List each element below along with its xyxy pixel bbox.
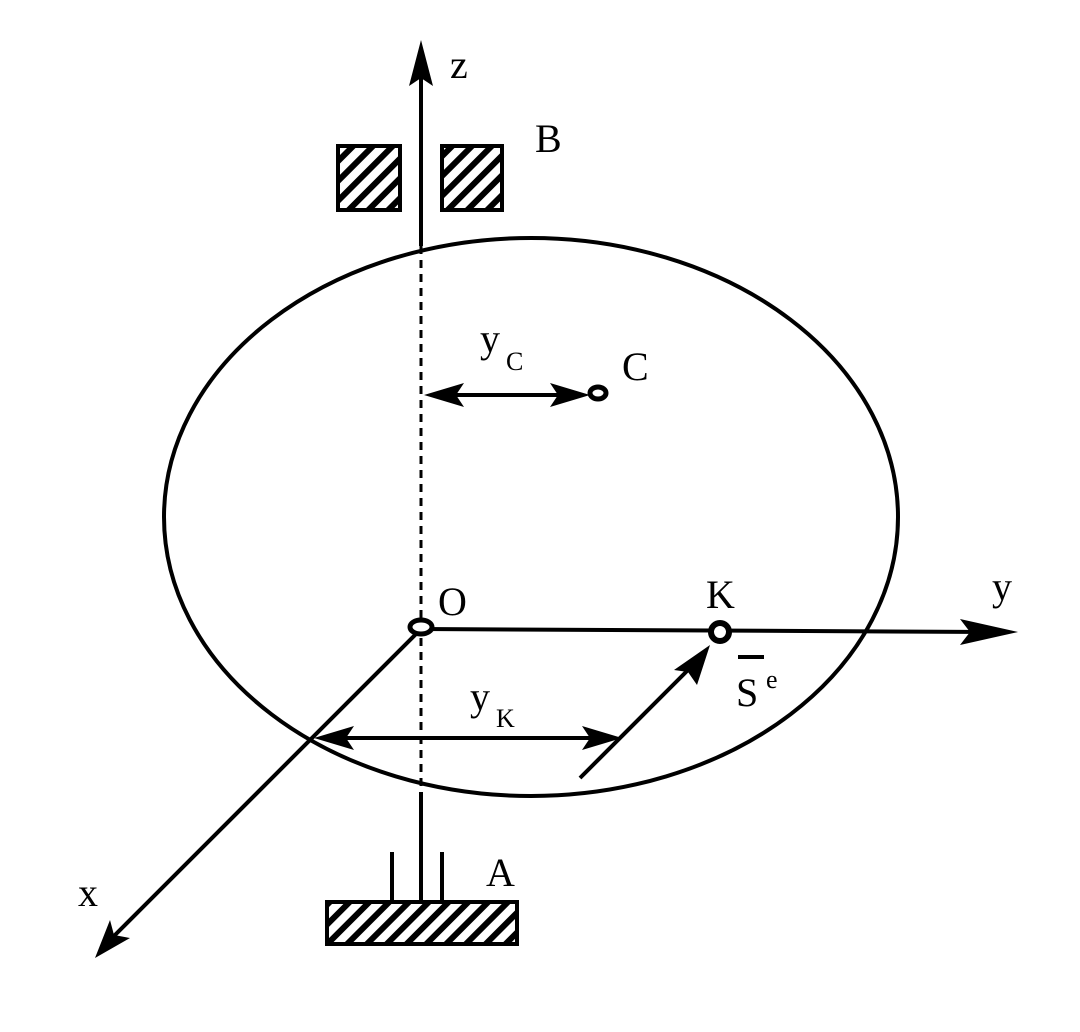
label-yk-main: y: [470, 674, 490, 719]
bearing-a-base: [325, 900, 519, 946]
impulse-vector-shaft: [578, 666, 692, 780]
z-axis: [409, 40, 433, 902]
x-axis: [95, 627, 423, 958]
y-axis-line: [420, 627, 991, 634]
impulse-vector-arrowhead: [674, 645, 710, 685]
y-axis: [420, 619, 1018, 645]
label-c: C: [622, 344, 649, 389]
point-c: [587, 384, 609, 402]
yk-dimension: [314, 726, 622, 750]
label-s-sup: e: [766, 665, 778, 694]
bearing-b: [336, 144, 504, 212]
point-k: [708, 620, 732, 644]
z-axis-arrowhead: [409, 40, 433, 86]
point-o: [407, 617, 435, 637]
label-a: A: [486, 850, 515, 895]
yc-arrowhead-right: [550, 383, 590, 407]
yk-arrowhead-left: [314, 726, 354, 750]
label-z: z: [450, 42, 468, 87]
bearing-b-left-block: [336, 144, 402, 212]
rotating-plate: [162, 236, 900, 798]
label-o: O: [438, 579, 467, 624]
label-yc-main: y: [480, 316, 500, 361]
label-yc-sub: C: [506, 347, 523, 376]
impulse-vector: [578, 645, 710, 780]
yc-arrowhead-left: [424, 383, 464, 407]
label-yk-sub: K: [496, 704, 515, 733]
y-axis-arrowhead: [960, 619, 1018, 645]
yk-arrowhead-right: [582, 726, 622, 750]
bearing-b-right-block: [440, 144, 504, 212]
x-axis-line: [108, 627, 423, 942]
label-k: K: [706, 572, 735, 617]
label-y: y: [992, 564, 1012, 609]
x-axis-arrowhead: [95, 920, 130, 958]
label-x: x: [78, 870, 98, 915]
label-b: B: [535, 116, 562, 161]
label-s-main: S: [736, 670, 758, 715]
yc-dimension: [424, 383, 590, 407]
